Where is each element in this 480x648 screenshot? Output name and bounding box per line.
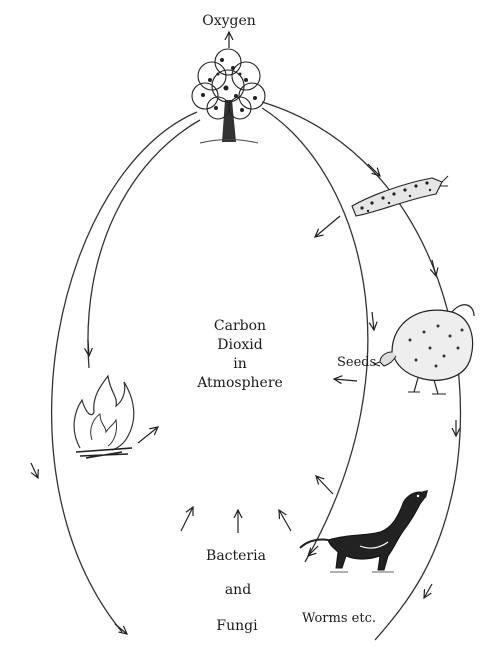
seeds-label: Seeds [337,355,376,370]
svg-text:and: and [225,582,251,598]
bacteria-arrow-right [279,510,291,531]
svg-text:Carbon: Carbon [214,318,266,334]
weasel-respiration-arrow [316,476,333,494]
worms-label: Worms etc. [302,611,376,626]
svg-text:Bacteria: Bacteria [206,548,266,564]
caterpillar-icon [352,176,448,216]
dead-wood-arc [262,108,368,562]
oxygen-label: Oxygen [202,13,256,29]
fire-smoke-arrow [138,427,158,443]
hen-respiration-arrow [334,379,357,381]
carbon-dioxide-label: Carbon Dioxid in Atmosphere [196,318,283,391]
tree-icon [192,49,265,143]
outer-arc-mid-arrow [31,463,38,478]
food-chain-arrow-4 [424,584,432,598]
svg-text:in: in [233,356,247,372]
bacteria-arrow-left [181,507,193,531]
bacteria-fungi-label: Bacteria and Fungi [206,548,266,634]
food-chain-arrow-2 [432,260,436,276]
fire-icon [74,376,134,458]
burning-arc [88,120,200,368]
decay-arc-outer [52,112,197,632]
svg-text:Fungi: Fungi [216,618,258,634]
dead-wood-arc-arrow-1 [372,312,374,330]
svg-text:Atmosphere: Atmosphere [196,375,283,391]
outer-arc-end-arrow [115,624,127,634]
weasel-icon [300,490,428,572]
caterpillar-respiration-arrow [315,216,340,237]
food-chain-arrow-1 [368,164,380,176]
svg-text:Dioxid: Dioxid [217,337,263,353]
